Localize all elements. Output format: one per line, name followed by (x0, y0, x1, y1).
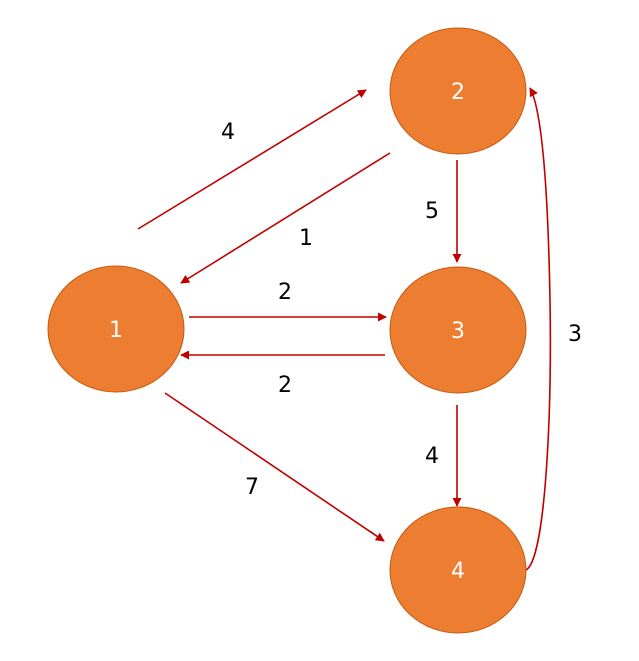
edge-weight-3-to-1: 2 (278, 373, 292, 398)
nodes: 1 2 3 4 (47, 27, 527, 634)
edge-weight-3-to-4: 4 (425, 444, 439, 469)
edge-weight-1-to-2: 4 (221, 120, 235, 145)
node-2: 2 (389, 27, 527, 155)
edge-weight-4-to-2: 3 (568, 322, 582, 347)
edge-weight-1-to-3: 2 (278, 280, 292, 305)
node-3-label: 3 (451, 319, 465, 344)
node-2-circle (389, 27, 527, 155)
node-4-circle (389, 506, 527, 634)
node-3-circle (389, 266, 527, 394)
edge-weight-2-to-1: 1 (299, 226, 313, 251)
edge-1-to-2 (137, 89, 367, 230)
node-2-label: 2 (451, 80, 465, 105)
edge-weight-1-to-4: 7 (245, 475, 259, 500)
edge-4-to-2 (525, 87, 552, 571)
node-1: 1 (47, 265, 185, 393)
node-1-label: 1 (109, 318, 123, 343)
edges (137, 87, 552, 571)
edge-labels: 4 1 2 2 5 4 7 3 (221, 120, 582, 500)
edge-2-to-1 (180, 152, 391, 284)
node-4: 4 (389, 506, 527, 634)
edge-1-to-4 (164, 392, 385, 542)
node-4-label: 4 (451, 559, 465, 584)
edge-weight-2-to-3: 5 (425, 199, 439, 224)
node-3: 3 (389, 266, 527, 394)
node-1-circle (47, 265, 185, 393)
